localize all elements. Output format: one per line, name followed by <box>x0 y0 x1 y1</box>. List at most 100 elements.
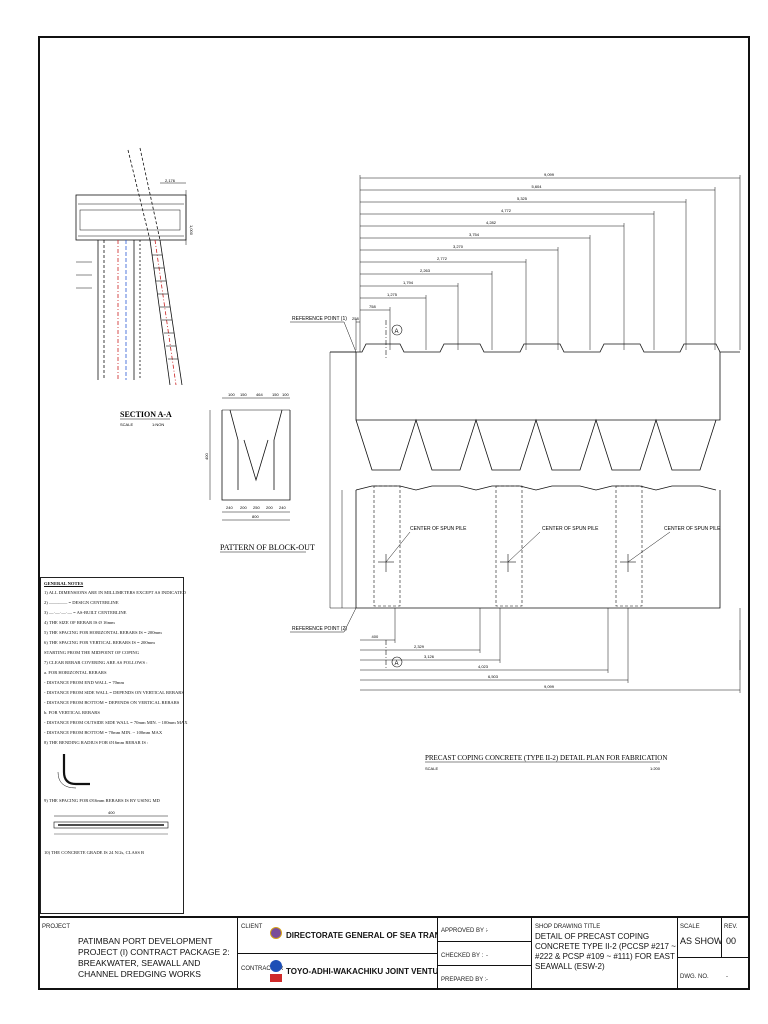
note-line: 7) CLEAR REBAR COVERING ARE AS FOLLOWS : <box>44 660 148 665</box>
note-line: - DISTANCE FROM BOTTOM = DEPENDS ON VERT… <box>44 700 180 705</box>
pile-label-1: CENTER OF SPUN PILE <box>410 526 467 532</box>
pile-label-2: CENTER OF SPUN PILE <box>542 526 599 532</box>
top-dimensions: 9,099 5,604 5,325 4,772 4,282 3,754 3,270 2,772… <box>352 172 741 350</box>
note-line: 8) THE BENDING RADIUS FOR Ø16mm REBAR IS… <box>44 740 149 745</box>
reference-point-1: REFERENCE POINT (1) <box>292 316 347 322</box>
project-label: PROJECT <box>42 924 71 930</box>
client-label: CLIENT <box>241 924 263 930</box>
approved-value: - <box>486 928 488 934</box>
section-a-a-title: SECTION A-A <box>120 410 172 419</box>
prepared-cell: PREPARED BY : - <box>438 966 532 990</box>
dimension-value: 3,270 <box>453 244 464 249</box>
drawing-title-label: SHOP DRAWING TITLE <box>535 924 601 930</box>
blockout-dim: 200 <box>240 505 247 510</box>
dimension-value: 2,329 <box>414 644 425 649</box>
approved-cell: APPROVED BY : - <box>438 918 532 942</box>
dimension-value: 2,263 <box>420 268 431 273</box>
dimension-value: 9,099 <box>544 684 555 689</box>
dimension-value: 5,604 <box>532 184 543 189</box>
scale-label: SCALE <box>680 924 700 930</box>
rebar-lap-sketch: 400 <box>53 810 169 835</box>
section-scale-label: SCALE <box>120 422 133 427</box>
title-block: PROJECT PATIMBAN PORT DEVELOPMENT PROJEC… <box>38 916 750 990</box>
contractor-logo-icon <box>270 960 282 972</box>
checked-cell: CHECKED BY : - <box>438 942 532 966</box>
section-dim: 1,000 <box>189 225 194 236</box>
rev-label: REV. <box>724 924 738 930</box>
contractor-logo-icon-2 <box>270 974 282 982</box>
blockout-pattern <box>209 397 291 521</box>
section-a-a <box>75 147 187 386</box>
blockout-dim: 400 <box>204 453 209 460</box>
note-line: b. FOR VERTICAL REBARS <box>44 710 100 715</box>
section-marker-bottom <box>391 656 403 668</box>
dimension-value: 1,275 <box>387 292 398 297</box>
scale-cell: SCALE AS SHOWN <box>678 918 722 958</box>
lap-dim: 400 <box>108 810 115 815</box>
section-marker-bottom-label: A <box>395 661 399 667</box>
approved-label: APPROVED BY : <box>441 928 488 934</box>
section-marker-top <box>391 324 403 336</box>
drawing-title: DETAIL OF PRECAST COPING CONCRETE TYPE I… <box>535 932 676 971</box>
dimension-value: 3,754 <box>469 232 480 237</box>
section-dim: 2,176 <box>165 178 176 183</box>
client-name: DIRECTORATE GENERAL OF SEA TRANSPORTATIO… <box>286 931 437 940</box>
pile-label-3: CENTER OF SPUN PILE <box>664 526 721 532</box>
blockout-dim: 150 <box>240 392 247 397</box>
dimension-value: 5,325 <box>517 196 528 201</box>
note-line: STARTING FROM THE MIDPOINT OF COPING <box>44 650 140 655</box>
blockout-dim: 240 <box>279 505 286 510</box>
dwg-no-cell: DWG. NO. - <box>678 958 748 990</box>
plan-scale-label: SCALE <box>425 766 438 771</box>
blockout-dim: 240 <box>226 505 233 510</box>
note-line: 6) THE SPACING FOR VERTICAL REBARS IS = … <box>44 640 155 645</box>
note-line: - DISTANCE FROM SIDE WALL = DEPENDS ON V… <box>44 690 184 695</box>
note-line: 2) ———— = DESIGN CENTERLINE <box>44 600 119 605</box>
prepared-label: PREPARED BY : <box>441 977 487 983</box>
rev-value: 00 <box>726 936 737 946</box>
contractor-label: CONTRACTOR <box>241 966 284 972</box>
dimension-value: 4,282 <box>486 220 497 225</box>
note-line: 4) THE SIZE OF REBAR IS Ø 16mm <box>44 620 115 625</box>
dimension-value: 3,126 <box>424 654 435 659</box>
dimension-value: 6,503 <box>488 674 499 679</box>
contractor-cell: CONTRACTOR TOYO-ADHI-WAKACHIKU JOINT VEN… <box>238 954 438 990</box>
blockout-title: PATTERN OF BLOCK-OUT <box>220 543 315 552</box>
dwg-no-value: - <box>726 974 728 980</box>
dimension-value: 4,023 <box>478 664 489 669</box>
dimension-value: 258 <box>352 316 359 321</box>
plan-title: PRECAST COPING CONCRETE (TYPE II-2) DETA… <box>425 754 667 762</box>
plan-view <box>290 175 741 670</box>
reference-point-2: REFERENCE POINT (2) <box>292 626 347 632</box>
note-line: - DISTANCE FROM OUTSIDE SIDE WALL = 70mm… <box>44 720 188 725</box>
client-logo-icon <box>270 927 282 939</box>
dimension-value: 1,794 <box>403 280 414 285</box>
checked-label: CHECKED BY : <box>441 953 484 959</box>
rebar-bend-sketch <box>57 754 90 789</box>
dimension-value: 9,099 <box>544 172 555 177</box>
contractor-name: TOYO-ADHI-WAKACHIKU JOINT VENTURE <box>286 967 438 976</box>
project-text: PATIMBAN PORT DEVELOPMENT PROJECT (I) CO… <box>78 936 230 979</box>
general-notes: GENERAL NOTES 1) ALL DIMENSIONS ARE IN M… <box>40 577 188 914</box>
note-line: 5) THE SPACING FOR HORIZONTAL REBARS IS … <box>44 630 162 635</box>
note-line-9: 9) THE SPACING FOR Ø16mm REBARS IS BY US… <box>44 798 160 803</box>
blockout-dim: 100 <box>282 392 289 397</box>
client-cell: CLIENT DIRECTORATE GENERAL OF SEA TRANSP… <box>238 918 438 954</box>
scale-value: AS SHOWN <box>680 936 722 946</box>
bottom-dimensions: 400 2,329 3,126 4,023 6,503 9,099 <box>360 608 741 693</box>
drawing-title-cell: SHOP DRAWING TITLE DETAIL OF PRECAST COP… <box>532 918 678 990</box>
blockout-dim: 464 <box>256 392 263 397</box>
dimension-value: 758 <box>369 304 376 309</box>
section-marker-top-label: A <box>395 329 399 335</box>
checked-value: - <box>486 953 488 959</box>
blockout-dim: 200 <box>266 505 273 510</box>
dimension-value: 400 <box>372 634 379 639</box>
blockout-dim: 100 <box>228 392 235 397</box>
prepared-value: - <box>486 977 488 983</box>
note-line: - DISTANCE FROM END WALL = 70mm <box>44 680 125 685</box>
dimension-value: 4,772 <box>501 208 512 213</box>
blockout-dim: 150 <box>272 392 279 397</box>
note-line: - DISTANCE FROM BOTTOM = 70mm MIN. ~ 100… <box>44 730 163 735</box>
drawing-sheet <box>38 36 750 990</box>
dimension-value: 2,772 <box>437 256 448 261</box>
